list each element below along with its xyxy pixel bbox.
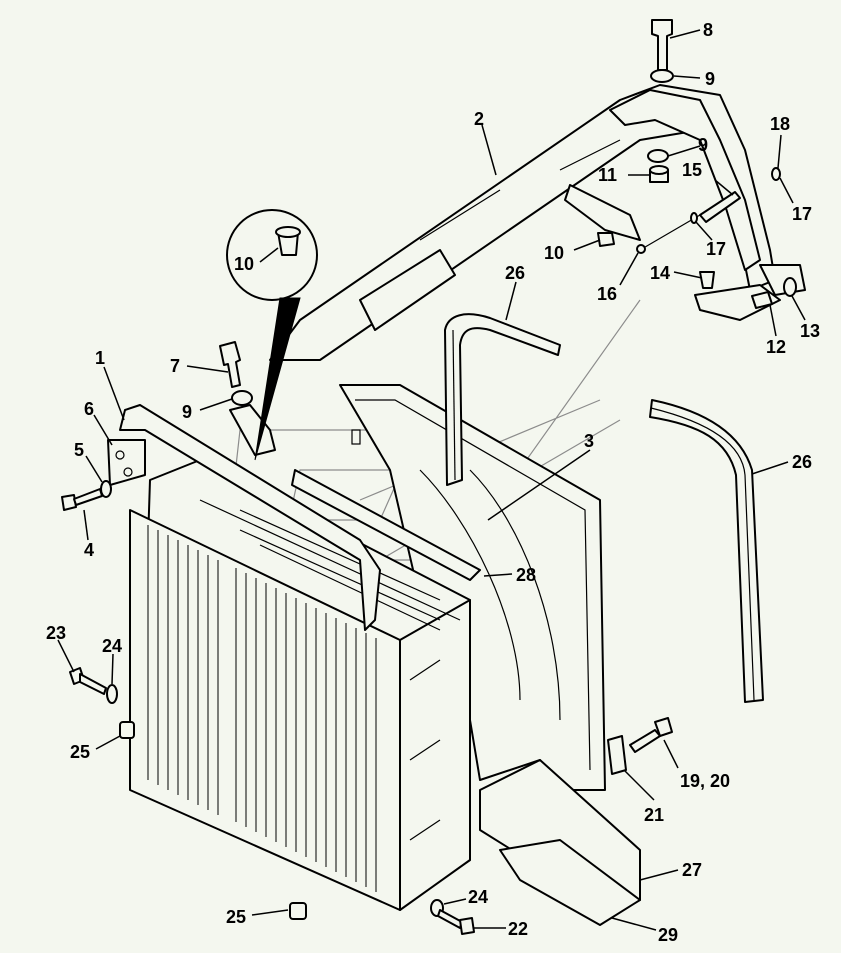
callout-24: 24 <box>468 887 488 907</box>
top-bar <box>107 404 381 631</box>
callout-10: 10 <box>234 254 254 274</box>
shroud-seal <box>444 313 561 486</box>
callout-12: 12 <box>766 337 786 357</box>
callout-17: 17 <box>706 239 726 259</box>
callout-24: 24 <box>102 636 122 656</box>
radiator-core <box>129 459 471 911</box>
fan-shroud <box>339 384 606 791</box>
callout-22: 22 <box>508 919 528 939</box>
callout-25: 25 <box>226 907 246 927</box>
callout-11: 11 <box>598 165 617 185</box>
callout-28: 28 <box>516 565 536 585</box>
tie-bars <box>229 404 481 581</box>
inset-detail <box>226 209 318 461</box>
callout-29: 29 <box>658 925 678 945</box>
callout-9: 9 <box>698 135 708 155</box>
callout-25: 25 <box>70 742 90 762</box>
callout-9: 9 <box>705 69 715 89</box>
fasteners <box>61 19 797 935</box>
callout-18: 18 <box>770 114 790 134</box>
callout-19-20: 19, 20 <box>680 771 730 791</box>
callout-8: 8 <box>703 20 713 40</box>
callout-7: 7 <box>170 356 180 376</box>
callout-26: 26 <box>505 263 525 283</box>
leader-lines <box>57 29 806 931</box>
callout-27: 27 <box>682 860 702 880</box>
callout-1: 1 <box>95 348 105 368</box>
callout-14: 14 <box>650 263 670 283</box>
callout-2: 2 <box>474 109 484 129</box>
radiator-fins <box>147 525 377 892</box>
support-frame <box>269 84 806 361</box>
callout-26: 26 <box>792 452 812 472</box>
callout-6: 6 <box>84 399 94 419</box>
callout-10: 10 <box>544 243 564 263</box>
callout-15: 15 <box>682 160 702 180</box>
callouts: 8 9 2 9 11 15 18 17 17 10 16 14 12 13 26… <box>46 20 820 945</box>
callout-23: 23 <box>46 623 66 643</box>
callout-16: 16 <box>597 284 617 304</box>
callout-9: 9 <box>182 402 192 422</box>
callout-17: 17 <box>792 204 812 224</box>
callout-21: 21 <box>644 805 664 825</box>
seal-strip <box>649 399 764 703</box>
callout-5: 5 <box>74 440 84 460</box>
lower-duct <box>479 759 641 926</box>
callout-3: 3 <box>584 431 594 451</box>
callout-4: 4 <box>84 540 94 560</box>
callout-13: 13 <box>800 321 820 341</box>
